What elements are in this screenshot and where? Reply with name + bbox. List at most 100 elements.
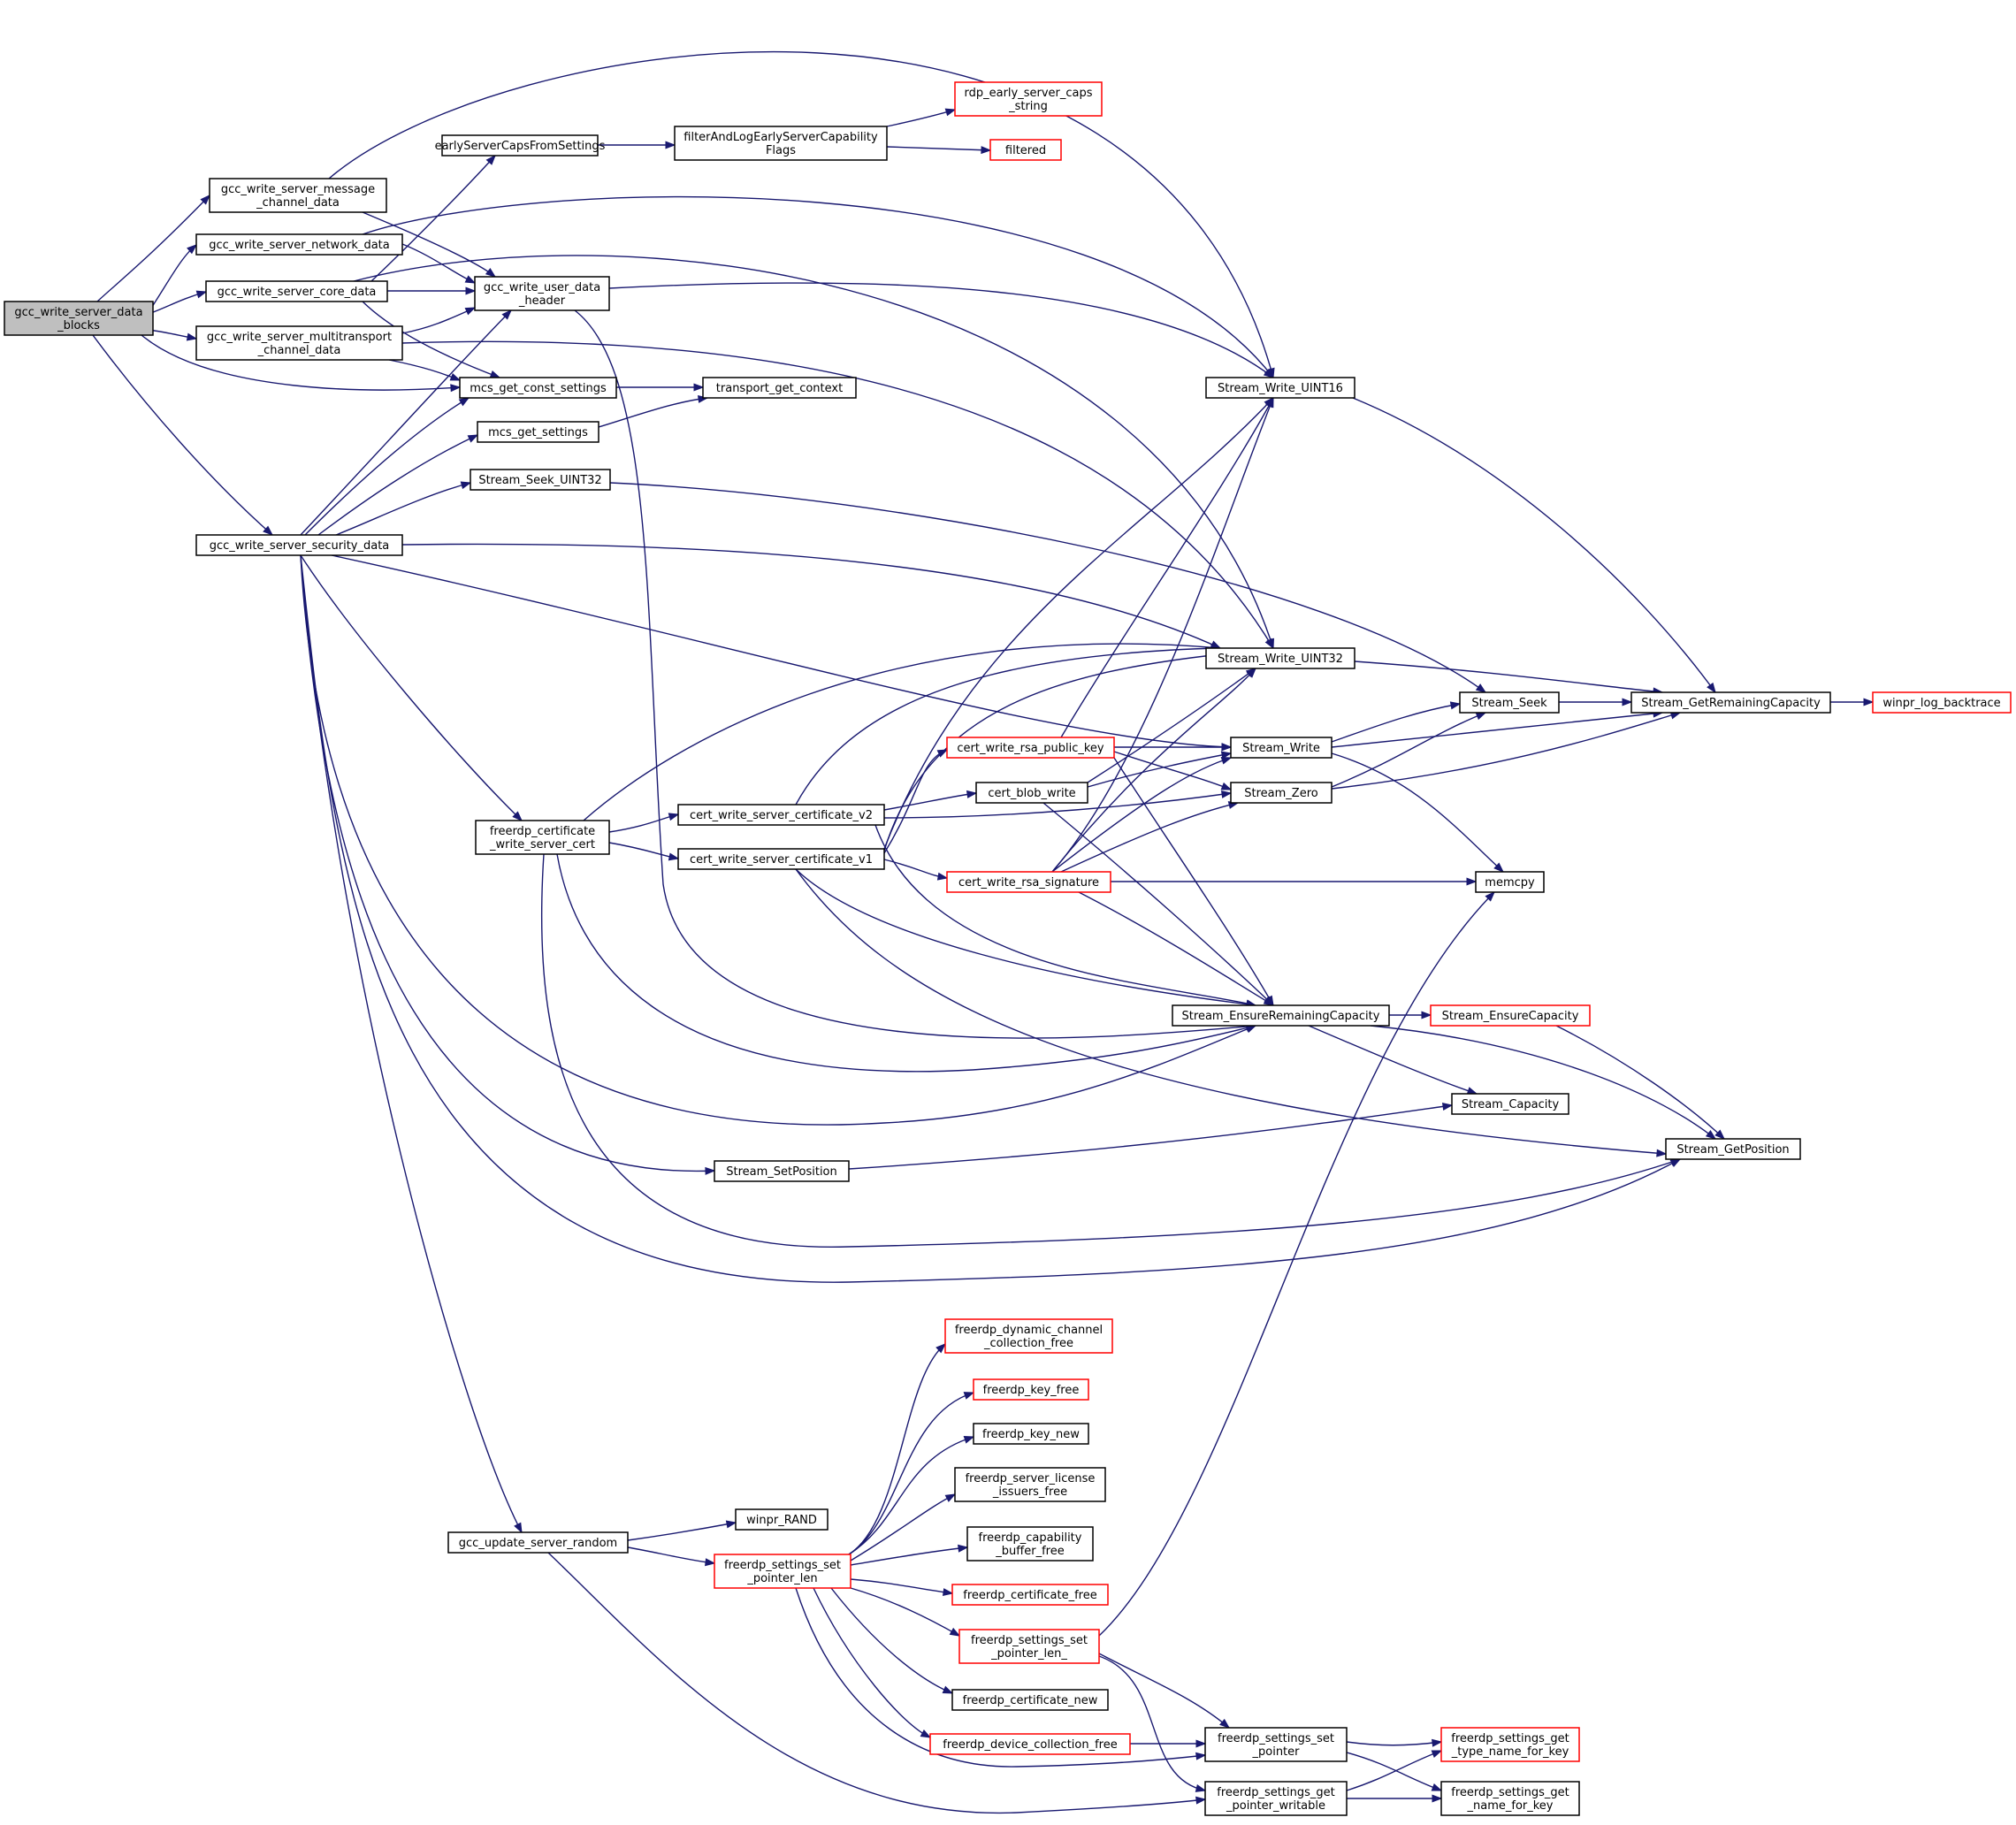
node-sseek[interactable]: Stream_Seek bbox=[1459, 691, 1560, 714]
node-rsapub[interactable]: cert_write_rsa_public_key bbox=[946, 737, 1115, 759]
node-root[interactable]: gcc_write_server_data_blocks bbox=[4, 301, 154, 336]
node-spl[interactable]: freerdp_settings_set_pointer_len bbox=[714, 1554, 851, 1589]
edge-core-to-mcsconst-arrowhead bbox=[489, 370, 501, 378]
edge-spl-to-keyfree-arrowhead bbox=[963, 1392, 975, 1400]
node-v1[interactable]: cert_write_server_certificate_v1 bbox=[677, 848, 885, 870]
node-certfree[interactable]: freerdp_certificate_free bbox=[951, 1584, 1109, 1606]
edge-net-to-udh bbox=[401, 243, 477, 284]
node-rdpcaps[interactable]: rdp_early_server_caps_string bbox=[954, 81, 1103, 117]
node-multi[interactable]: gcc_write_server_multitransport_channel_… bbox=[195, 325, 403, 361]
node-swrite-box bbox=[1230, 737, 1333, 759]
edge-net-to-udh-arrowhead bbox=[464, 275, 477, 284]
node-transport[interactable]: transport_get_context bbox=[702, 377, 857, 399]
node-keynew[interactable]: freerdp_key_new bbox=[973, 1423, 1089, 1445]
edge-v1-to-getpos-arrowhead bbox=[1656, 1149, 1668, 1157]
edge-root-to-net-line bbox=[148, 244, 197, 313]
node-rdpcaps-label-line: rdp_early_server_caps bbox=[964, 87, 1092, 100]
node-early[interactable]: earlyServerCapsFromSettings bbox=[435, 134, 606, 157]
node-remcap[interactable]: Stream_GetRemainingCapacity bbox=[1630, 691, 1831, 714]
node-rsasig[interactable]: cert_write_rsa_signature bbox=[946, 871, 1111, 893]
edge-v1-to-rsapub bbox=[883, 749, 949, 854]
node-gpw[interactable]: freerdp_settings_get_pointer_writable bbox=[1204, 1781, 1348, 1816]
edge-filterflags-to-rdpcaps bbox=[886, 108, 957, 127]
node-msgch[interactable]: gcc_write_server_message_channel_data bbox=[209, 178, 387, 213]
node-backtrace[interactable]: winpr_log_backtrace bbox=[1872, 691, 2012, 714]
node-sec-box bbox=[195, 534, 403, 556]
edge-sp-to-gtn bbox=[1346, 1738, 1443, 1747]
node-dyn[interactable]: freerdp_dynamic_channel_collection_free bbox=[944, 1318, 1113, 1354]
edge-filterflags-to-rdpcaps-arrowhead bbox=[944, 108, 957, 117]
node-gtn[interactable]: freerdp_settings_get_type_name_for_key bbox=[1440, 1727, 1580, 1762]
edge-remcap-to-backtrace bbox=[1830, 698, 1875, 706]
node-szero[interactable]: Stream_Zero bbox=[1230, 782, 1333, 804]
edge-v1-to-rsapub-line bbox=[883, 749, 948, 854]
node-enscap[interactable]: Stream_EnsureCapacity bbox=[1430, 1004, 1591, 1027]
edge-core-to-early-arrowhead bbox=[485, 154, 496, 165]
node-sec[interactable]: gcc_write_server_security_data bbox=[195, 534, 403, 556]
edge-gusr-to-spl bbox=[627, 1546, 716, 1567]
node-multi-label-line: gcc_write_server_multitransport bbox=[207, 331, 392, 344]
node-keyfree[interactable]: freerdp_key_free bbox=[973, 1378, 1089, 1401]
node-ensrem-label-line: Stream_EnsureRemainingCapacity bbox=[1182, 1010, 1380, 1023]
node-net[interactable]: gcc_write_server_network_data bbox=[195, 233, 403, 256]
node-gusr[interactable]: gcc_update_server_random bbox=[447, 1531, 629, 1554]
edge-spl-to-certfree-line bbox=[850, 1578, 953, 1594]
node-filtered[interactable]: filtered bbox=[989, 139, 1062, 161]
edge-spl-to-keyfree bbox=[848, 1392, 975, 1555]
node-sp[interactable]: freerdp_settings_set_pointer bbox=[1204, 1727, 1348, 1762]
node-rdpcaps-box bbox=[954, 81, 1103, 117]
node-rsasig-box bbox=[946, 871, 1111, 893]
edge-wu16-to-remcap bbox=[1352, 397, 1716, 694]
node-cap[interactable]: Stream_Capacity bbox=[1451, 1093, 1569, 1115]
node-gnk[interactable]: freerdp_settings_get_name_for_key bbox=[1440, 1781, 1580, 1816]
edge-gusr-to-spl-line bbox=[627, 1546, 715, 1564]
edge-sseek-to-remcap-arrowhead bbox=[1622, 698, 1633, 706]
edge-swrite-to-sseek bbox=[1331, 701, 1462, 743]
edge-filterflags-to-filtered bbox=[886, 146, 992, 155]
node-mcsget[interactable]: mcs_get_settings bbox=[477, 421, 599, 443]
node-certnew-label-line: freerdp_certificate_new bbox=[963, 1694, 1098, 1707]
edge-spl-to-keynew bbox=[848, 1435, 975, 1555]
node-rand[interactable]: winpr_RAND bbox=[735, 1508, 829, 1531]
edge-rsasig-to-wu32-arrowhead bbox=[1246, 667, 1256, 678]
node-setpos[interactable]: Stream_SetPosition bbox=[714, 1160, 850, 1182]
node-wu32[interactable]: Stream_Write_UINT32 bbox=[1205, 647, 1355, 669]
node-seek32[interactable]: Stream_Seek_UINT32 bbox=[470, 469, 611, 491]
node-v2[interactable]: cert_write_server_certificate_v2 bbox=[677, 804, 885, 826]
edge-seek32-to-sseek-line bbox=[609, 482, 1486, 693]
node-swrite[interactable]: Stream_Write bbox=[1230, 737, 1333, 759]
node-spl-box bbox=[714, 1554, 851, 1589]
node-root-box bbox=[4, 301, 154, 336]
edge-blob-to-wu32-line bbox=[1087, 668, 1256, 783]
node-capbuf-label-line: freerdp_capability bbox=[979, 1531, 1082, 1545]
node-mcsconst[interactable]: mcs_get_const_settings bbox=[459, 377, 617, 399]
node-filterflags-box bbox=[674, 126, 888, 161]
node-root-label-line: gcc_write_server_data bbox=[14, 306, 142, 319]
node-gusr-label-line: gcc_update_server_random bbox=[459, 1537, 617, 1550]
node-lic[interactable]: freerdp_server_license_issuers_free bbox=[954, 1467, 1106, 1502]
node-wu16[interactable]: Stream_Write_UINT16 bbox=[1205, 377, 1355, 399]
node-getpos[interactable]: Stream_GetPosition bbox=[1665, 1138, 1801, 1160]
node-gpw-label-line: freerdp_settings_get bbox=[1217, 1786, 1334, 1799]
node-v1-label-line: cert_write_server_certificate_v1 bbox=[690, 853, 873, 867]
node-capbuf[interactable]: freerdp_capability_buffer_free bbox=[966, 1526, 1094, 1562]
edge-root-to-core-arrowhead bbox=[195, 290, 208, 299]
node-v1-box bbox=[677, 848, 885, 870]
node-rand-box bbox=[735, 1508, 829, 1531]
node-devfree[interactable]: freerdp_device_collection_free bbox=[929, 1733, 1131, 1755]
node-udh[interactable]: gcc_write_user_data_header bbox=[474, 276, 610, 311]
node-spl2[interactable]: freerdp_settings_set_pointer_len_ bbox=[958, 1629, 1100, 1664]
node-fcert[interactable]: freerdp_certificate_write_server_cert bbox=[475, 820, 610, 855]
node-ensrem[interactable]: Stream_EnsureRemainingCapacity bbox=[1172, 1004, 1390, 1027]
node-sp-label-line: _pointer bbox=[1252, 1745, 1301, 1759]
node-rsapub-box bbox=[946, 737, 1115, 759]
node-memcpy[interactable]: memcpy bbox=[1475, 871, 1545, 893]
node-keynew-label-line: freerdp_key_new bbox=[982, 1428, 1080, 1441]
edge-v1-to-rsasig-arrowhead bbox=[936, 872, 949, 881]
edge-mcsconst-to-transport bbox=[616, 383, 705, 392]
node-certnew[interactable]: freerdp_certificate_new bbox=[951, 1689, 1109, 1711]
node-blob[interactable]: cert_blob_write bbox=[975, 782, 1088, 804]
node-core[interactable]: gcc_write_server_core_data bbox=[205, 280, 388, 302]
node-transport-label-line: transport_get_context bbox=[716, 382, 843, 395]
